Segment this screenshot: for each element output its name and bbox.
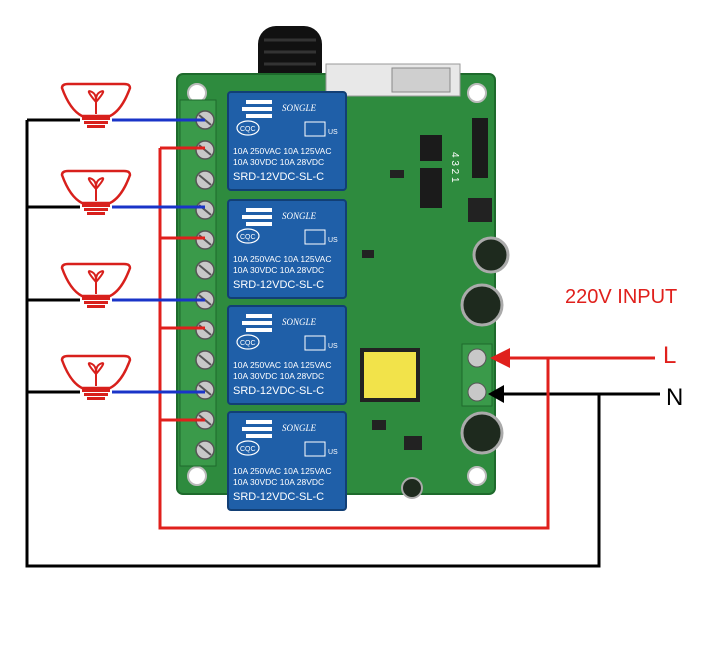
ic-chip bbox=[420, 168, 442, 208]
push-button bbox=[468, 198, 492, 222]
load-wires bbox=[112, 118, 205, 394]
terminal-L-label: L bbox=[663, 342, 676, 369]
relay-rating-1: 10A 250VAC 10A 125VAC bbox=[233, 360, 331, 370]
mount-hole bbox=[187, 466, 207, 486]
relay-rating-2: 10A 30VDC 10A 28VDC bbox=[233, 371, 324, 381]
relay-brand: SONGLE bbox=[282, 211, 317, 221]
lamp-icon bbox=[60, 354, 132, 400]
ul-mark: US bbox=[328, 129, 338, 136]
relay-brand: SONGLE bbox=[282, 423, 317, 433]
relay-model: SRD-12VDC-SL-C bbox=[233, 385, 324, 397]
relay-rating-1: 10A 250VAC 10A 125VAC bbox=[233, 466, 331, 476]
capacitor bbox=[460, 283, 504, 327]
lamp-icon bbox=[60, 169, 132, 215]
relay-brand: SONGLE bbox=[282, 317, 317, 327]
ul-mark: US bbox=[328, 449, 338, 456]
mount-hole bbox=[467, 466, 487, 486]
input-voltage-label: 220V INPUT bbox=[565, 286, 677, 308]
relay-rating-1: 10A 250VAC 10A 125VAC bbox=[233, 146, 331, 156]
lamp-icon bbox=[60, 82, 132, 128]
terminal-block bbox=[179, 99, 217, 467]
relay-model: SRD-12VDC-SL-C bbox=[233, 491, 324, 503]
jumper-label: 4 3 2 1 bbox=[449, 152, 460, 183]
cqc-mark: CQC bbox=[240, 340, 256, 347]
transformer bbox=[360, 348, 420, 402]
mount-hole bbox=[467, 83, 487, 103]
relay-model: SRD-12VDC-SL-C bbox=[233, 279, 324, 291]
ul-mark: US bbox=[328, 343, 338, 350]
cqc-mark: CQC bbox=[240, 446, 256, 453]
relay-rating-2: 10A 30VDC 10A 28VDC bbox=[233, 265, 324, 275]
ul-mark: US bbox=[328, 237, 338, 244]
smd-part bbox=[390, 170, 404, 178]
smd-part bbox=[404, 436, 422, 450]
cqc-mark: CQC bbox=[240, 126, 256, 133]
live-bus-wire bbox=[158, 148, 550, 530]
lamp-group bbox=[60, 82, 132, 400]
capacitor bbox=[460, 411, 504, 455]
relay-rating-1: 10A 250VAC 10A 125VAC bbox=[233, 254, 331, 264]
smd-part bbox=[362, 250, 374, 258]
mount-hole bbox=[187, 83, 207, 103]
lamp-icon bbox=[60, 262, 132, 308]
relay-rating-2: 10A 30VDC 10A 28VDC bbox=[233, 477, 324, 487]
capacitor bbox=[472, 236, 510, 274]
cqc-mark: CQC bbox=[240, 234, 256, 241]
relay-rating-2: 10A 30VDC 10A 28VDC bbox=[233, 157, 324, 167]
input-screw-N bbox=[467, 382, 487, 402]
relay-brand: SONGLE bbox=[282, 103, 317, 113]
jumper-header bbox=[472, 118, 488, 178]
input-screw-L bbox=[467, 348, 487, 368]
smd-part bbox=[372, 420, 386, 430]
relay-model: SRD-12VDC-SL-C bbox=[233, 171, 324, 183]
terminal-N-label: N bbox=[666, 384, 683, 411]
capacitor bbox=[401, 477, 423, 499]
neutral-return-wire bbox=[25, 120, 601, 568]
ic-chip bbox=[420, 135, 442, 161]
